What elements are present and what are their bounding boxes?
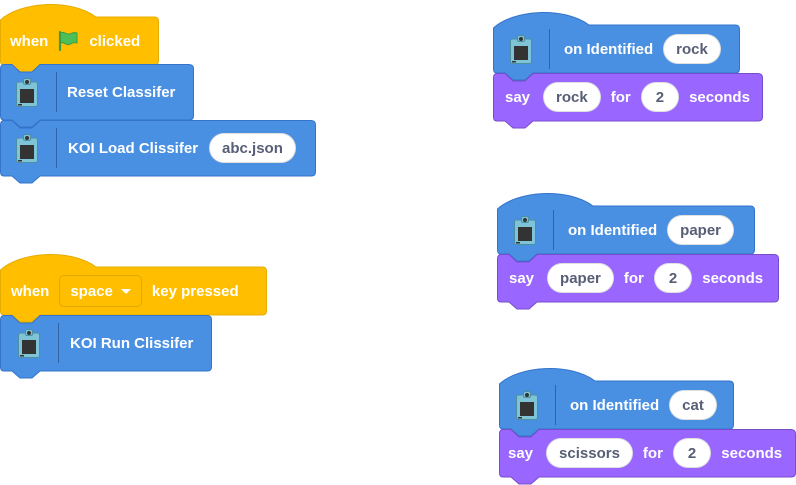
- koi-device-icon: [510, 34, 532, 64]
- green-flag-icon: [57, 30, 79, 52]
- class-input[interactable]: cat: [669, 390, 717, 420]
- message-input[interactable]: paper: [547, 263, 614, 293]
- block-label: Reset Classifer: [67, 83, 176, 101]
- say-label: say: [508, 444, 534, 462]
- say-label: say: [505, 88, 531, 106]
- key-dropdown-value: space: [70, 282, 113, 300]
- block-label: KOI Run Clissifer: [70, 334, 194, 352]
- on-identified-hat[interactable]: on Identified rock: [493, 8, 740, 81]
- hat-label: on Identified: [564, 40, 654, 58]
- hat-label: on Identified: [568, 221, 658, 239]
- separator: [553, 210, 554, 250]
- seconds-label: seconds: [689, 88, 750, 106]
- hat-label-clicked: clicked: [89, 32, 141, 50]
- hat-label-when: when: [10, 32, 49, 50]
- message-input[interactable]: scissors: [546, 438, 633, 468]
- separator: [56, 72, 57, 112]
- koi-device-icon: [16, 77, 38, 107]
- chevron-down-icon: [120, 288, 131, 294]
- koi-device-icon: [516, 390, 538, 420]
- for-label: for: [642, 444, 663, 462]
- say-label: say: [509, 269, 535, 287]
- hat-label-key-pressed: key pressed: [151, 282, 239, 300]
- hat-block-shape: [499, 368, 734, 437]
- for-label: for: [623, 269, 644, 287]
- key-dropdown[interactable]: space: [59, 275, 142, 307]
- for-label: for: [610, 88, 631, 106]
- class-input[interactable]: paper: [667, 215, 735, 245]
- on-identified-hat[interactable]: on Identified cat: [499, 364, 734, 437]
- separator: [555, 385, 556, 425]
- filename-input[interactable]: abc.json: [209, 133, 296, 163]
- separator: [549, 29, 550, 69]
- block-label: KOI Load Clissifer: [68, 139, 199, 157]
- reset-classifier-block[interactable]: Reset Classifer: [0, 64, 194, 128]
- when-flag-clicked-hat[interactable]: when clicked: [0, 0, 159, 73]
- koi-run-classifier-block[interactable]: KOI Run Clissifer: [0, 315, 212, 379]
- separator: [58, 323, 59, 363]
- koi-device-icon: [16, 133, 38, 163]
- koi-device-icon: [514, 215, 536, 245]
- message-input[interactable]: rock: [543, 82, 601, 112]
- seconds-input[interactable]: 2: [653, 263, 693, 293]
- on-identified-hat[interactable]: on Identified paper: [497, 189, 755, 262]
- say-for-seconds-block[interactable]: say paper for 2 seconds: [497, 254, 779, 310]
- seconds-input[interactable]: 2: [672, 438, 712, 468]
- koi-load-classifier-block[interactable]: KOI Load Clissifer abc.json: [0, 120, 316, 184]
- hat-label-when: when: [11, 282, 50, 300]
- seconds-label: seconds: [721, 444, 783, 462]
- say-for-seconds-block[interactable]: say scissors for 2 seconds: [499, 429, 796, 485]
- when-key-pressed-hat[interactable]: when space key pressed: [0, 250, 267, 323]
- koi-device-icon: [18, 328, 40, 358]
- separator: [56, 128, 57, 168]
- say-for-seconds-block[interactable]: say rock for 2 seconds: [493, 73, 763, 129]
- seconds-label: seconds: [702, 269, 764, 287]
- class-input[interactable]: rock: [663, 34, 721, 64]
- seconds-input[interactable]: 2: [640, 82, 680, 112]
- command-block-shape: [0, 315, 212, 379]
- hat-label: on Identified: [570, 396, 660, 414]
